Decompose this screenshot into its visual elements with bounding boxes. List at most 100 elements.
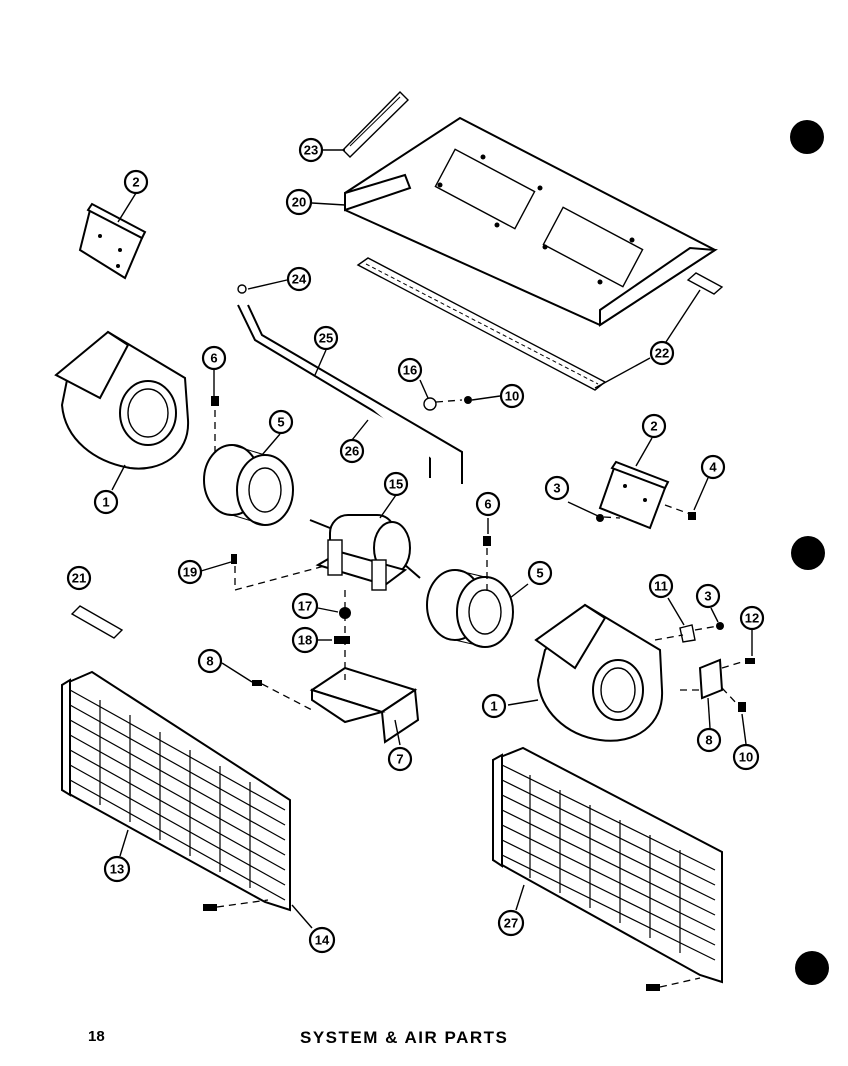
screw-4 xyxy=(688,512,696,520)
binder-hole-middle xyxy=(791,536,825,570)
callout-6-left: 6 xyxy=(201,345,227,371)
callout-label: 10 xyxy=(739,750,753,765)
callout-1-left: 1 xyxy=(93,489,119,515)
callout-label: 13 xyxy=(110,862,124,877)
callout-2-left: 2 xyxy=(123,169,149,195)
bracket-9 xyxy=(698,658,724,700)
callout-6-right: 6 xyxy=(475,491,501,517)
callout-1-right: 1 xyxy=(481,693,507,719)
callout-label: 23 xyxy=(304,143,318,158)
blower-motor-part xyxy=(309,514,421,591)
assembly-dashed-lines xyxy=(214,399,746,988)
callout-23: 23 xyxy=(298,137,324,163)
screw-10-top xyxy=(464,396,472,404)
screw-coil-right xyxy=(646,984,660,991)
motor-bracket-left-part xyxy=(78,202,147,280)
motor-mount-bracket-part xyxy=(309,666,420,744)
screw-3-top xyxy=(716,622,724,630)
screw-19 xyxy=(231,554,237,564)
callout-label: 17 xyxy=(298,599,312,614)
seal-strip-23-part xyxy=(342,91,409,158)
callout-14: 14 xyxy=(308,926,336,954)
evaporator-coil-left-part xyxy=(61,670,291,912)
binder-hole-top xyxy=(790,120,824,154)
callout-22: 22 xyxy=(649,340,675,366)
callout-2-right: 2 xyxy=(641,413,667,439)
callout-25: 25 xyxy=(313,325,339,351)
callout-11: 11 xyxy=(648,573,674,599)
callout-26: 26 xyxy=(339,438,365,464)
blower-wheel-right-part xyxy=(426,569,514,648)
callout-10-top: 10 xyxy=(499,383,525,409)
callout-label: 11 xyxy=(654,579,668,594)
callout-8-left: 8 xyxy=(197,648,223,674)
blower-housing-left-part xyxy=(54,330,190,470)
callout-label: 1 xyxy=(102,495,109,510)
callout-label: 20 xyxy=(292,195,306,210)
callout-15: 15 xyxy=(383,471,409,497)
callout-label: 18 xyxy=(298,633,312,648)
callout-16: 16 xyxy=(397,357,423,383)
callout-20: 20 xyxy=(285,188,313,216)
callout-label: 26 xyxy=(345,444,359,459)
callout-24: 24 xyxy=(286,266,312,292)
top-panel-part xyxy=(344,116,719,327)
callout-13: 13 xyxy=(103,855,131,883)
screw-12 xyxy=(745,658,755,664)
page-title: SYSTEM & AIR PARTS xyxy=(300,1028,509,1047)
motor-bracket-right-part xyxy=(598,460,670,530)
spring-18 xyxy=(334,636,350,644)
callout-label: 12 xyxy=(745,611,759,626)
callout-4: 4 xyxy=(700,454,726,480)
callout-label: 16 xyxy=(403,363,417,378)
callout-label: 8 xyxy=(206,654,213,669)
binder-hole-bottom xyxy=(795,951,829,985)
callout-5-right: 5 xyxy=(527,560,553,586)
callout-label: 6 xyxy=(484,497,491,512)
callout-19: 19 xyxy=(177,559,203,585)
callout-label: 2 xyxy=(132,175,139,190)
screw-10-right xyxy=(738,702,746,712)
callout-5-left: 5 xyxy=(268,409,294,435)
gasket-21 xyxy=(70,605,124,639)
callout-3-top: 3 xyxy=(695,583,721,609)
callout-3-right: 3 xyxy=(544,475,570,501)
callout-label: 22 xyxy=(655,346,669,361)
screw-6-right xyxy=(483,536,491,546)
callout-12: 12 xyxy=(739,605,765,631)
callout-label: 2 xyxy=(650,419,657,434)
callout-label: 14 xyxy=(315,933,330,948)
page-number: 18 xyxy=(88,1028,105,1045)
callout-label: 3 xyxy=(704,589,711,604)
grommet-17 xyxy=(339,607,351,619)
callout-label: 7 xyxy=(396,752,403,767)
callout-label: 6 xyxy=(210,351,217,366)
callout-17: 17 xyxy=(291,592,319,620)
callout-label: 5 xyxy=(536,566,543,581)
clip-11 xyxy=(679,624,696,643)
blower-wheel-left-part xyxy=(203,444,294,526)
evaporator-coil-right-part xyxy=(492,746,723,984)
screw-6-left xyxy=(211,396,219,406)
callout-label: 27 xyxy=(504,916,518,931)
callout-label: 10 xyxy=(505,389,519,404)
screw-coil-left xyxy=(203,904,217,911)
callout-label: 4 xyxy=(709,460,717,475)
callout-label: 5 xyxy=(277,415,284,430)
callout-label: 25 xyxy=(319,331,333,346)
callout-label: 15 xyxy=(389,477,403,492)
blower-housing-right-part xyxy=(534,603,664,742)
drain-tube-part xyxy=(237,284,463,484)
callout-8-right: 8 xyxy=(696,727,722,753)
callout-label: 3 xyxy=(553,481,560,496)
screw-8 xyxy=(252,680,262,686)
callout-label: 1 xyxy=(490,699,497,714)
callout-label: 8 xyxy=(705,733,712,748)
clip-16 xyxy=(423,397,437,411)
callout-label: 19 xyxy=(183,565,197,580)
callout-21: 21 xyxy=(66,565,92,591)
leader-lines xyxy=(111,149,753,929)
callout-18: 18 xyxy=(291,626,319,654)
callout-label: 24 xyxy=(292,272,307,287)
